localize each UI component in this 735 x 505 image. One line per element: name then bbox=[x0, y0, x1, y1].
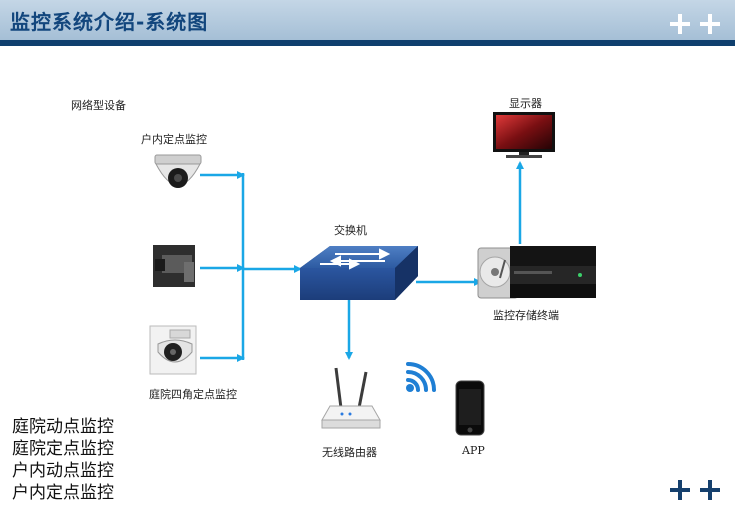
camera-links bbox=[200, 161, 524, 362]
plus-icon[interactable] bbox=[670, 14, 690, 34]
label-switch: 交换机 bbox=[334, 224, 367, 237]
list-item: 户内动点监控 bbox=[12, 461, 114, 481]
label-app: APP bbox=[462, 444, 485, 457]
label-storage: 监控存储终端 bbox=[493, 309, 559, 322]
wireless-router-icon bbox=[321, 367, 381, 429]
label-router: 无线路由器 bbox=[322, 446, 377, 459]
plus-icon[interactable] bbox=[700, 480, 720, 500]
monitoring-type-list: 庭院动点监控 庭院定点监控 户内动点监控 户内定点监控 bbox=[12, 416, 114, 504]
dome-camera-icon bbox=[154, 154, 202, 188]
network-switch-icon bbox=[300, 246, 418, 300]
ptz-camera-icon bbox=[149, 325, 197, 375]
plus-icon[interactable] bbox=[700, 14, 720, 34]
page-title: 监控系统介绍-系统图 bbox=[10, 10, 209, 34]
label-monitor: 显示器 bbox=[509, 97, 542, 110]
monitor-icon bbox=[493, 112, 555, 158]
smartphone-icon bbox=[455, 380, 485, 436]
list-item: 户内定点监控 bbox=[12, 483, 114, 503]
header-banner bbox=[0, 0, 735, 40]
wifi-signal-icon bbox=[406, 362, 436, 392]
storage-terminal-icon bbox=[477, 246, 596, 299]
list-item: 庭院动点监控 bbox=[12, 417, 114, 437]
label-courtyard-fixed: 庭院四角定点监控 bbox=[149, 388, 237, 401]
label-indoor-fixed: 户内定点监控 bbox=[141, 133, 207, 146]
label-network-devices: 网络型设备 bbox=[71, 99, 126, 112]
box-camera-icon bbox=[153, 245, 195, 287]
header-underline bbox=[0, 40, 735, 46]
plus-icon[interactable] bbox=[670, 480, 690, 500]
list-item: 庭院定点监控 bbox=[12, 439, 114, 459]
